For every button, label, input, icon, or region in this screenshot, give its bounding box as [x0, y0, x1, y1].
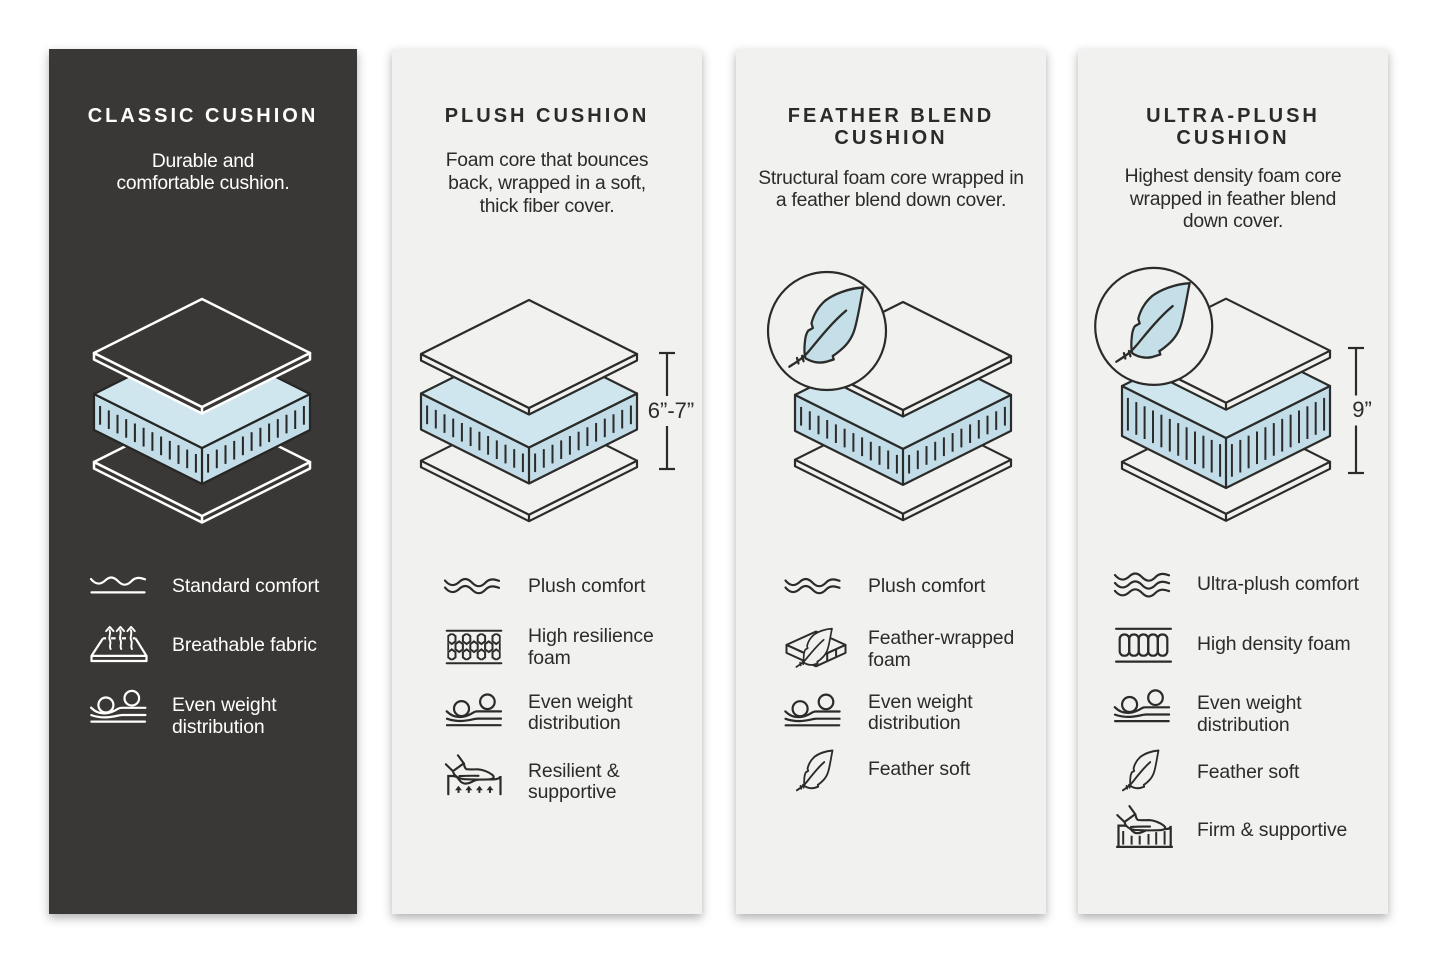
svg-text:6”-7”: 6”-7” — [648, 398, 694, 423]
svg-text:9”: 9” — [1352, 397, 1372, 422]
